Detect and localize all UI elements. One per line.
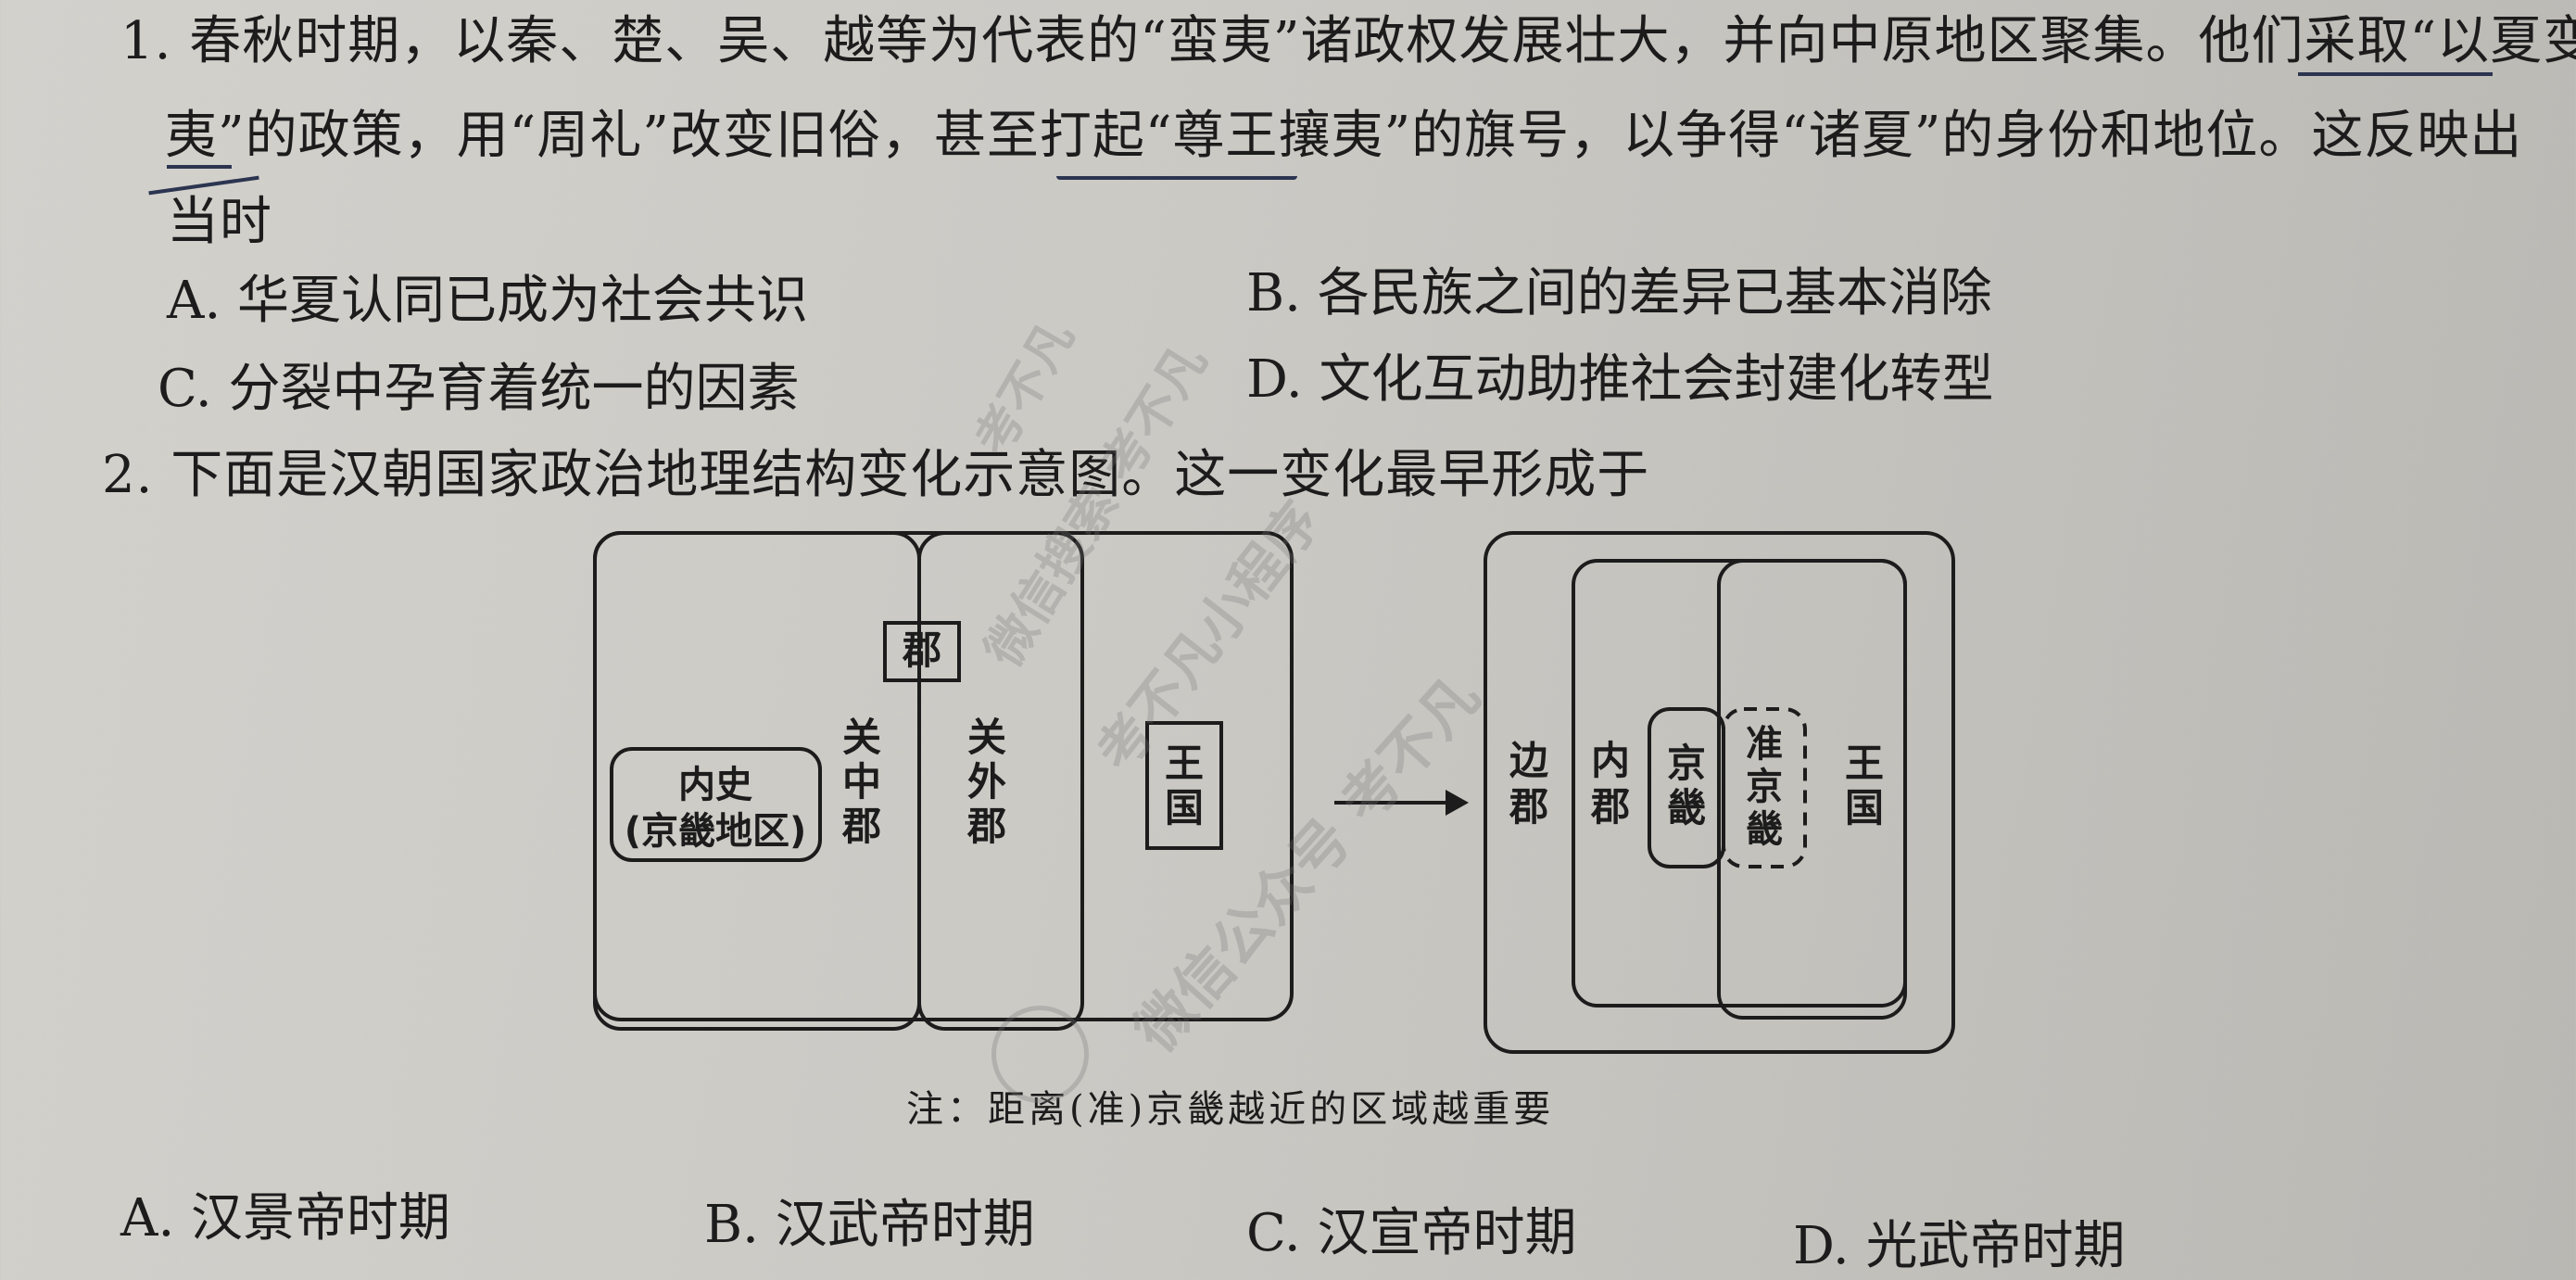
label-bianjun-char-1: 边 xyxy=(1509,738,1549,783)
right-outer-frame xyxy=(1484,531,1955,1054)
q2-option-c[interactable]: C. 汉宣帝时期 xyxy=(1246,1203,1577,1263)
label-neijun-char-2: 郡 xyxy=(1590,784,1630,830)
pen-underline-yi xyxy=(167,165,232,169)
label-left-wangguo-vertical: 王 国 xyxy=(1165,741,1204,830)
label-right-wangguo-char-2: 国 xyxy=(1845,785,1884,830)
watermark-wechat-icon xyxy=(991,1006,1089,1103)
label-jingji-char-1: 京 xyxy=(1667,741,1706,786)
right-wangguo-region xyxy=(1717,559,1907,1020)
left-jun-box xyxy=(883,621,961,682)
label-zhunjingji-char-3: 畿 xyxy=(1746,808,1783,851)
q1-option-c[interactable]: C. 分裂中孕育着统一的因素 xyxy=(158,359,800,419)
label-jun: 郡 xyxy=(902,627,941,673)
label-neishi: 内史 xyxy=(678,764,752,806)
label-neijun-char-1: 内 xyxy=(1591,738,1630,783)
label-neijun-vertical: 内 郡 xyxy=(1590,738,1630,830)
label-jingji-vertical: 京 畿 xyxy=(1667,741,1706,830)
label-guanzhong-char-1: 关 xyxy=(842,715,881,760)
q1-stem-line-3: 当时 xyxy=(167,192,272,252)
label-jingji-area: (京畿地区) xyxy=(625,810,807,853)
q1-option-d[interactable]: D. 文化互动助推社会封建化转型 xyxy=(1246,349,1994,410)
label-left-wangguo-char-1: 王 xyxy=(1165,741,1204,786)
q2-option-b[interactable]: B. 汉武帝时期 xyxy=(704,1195,1035,1255)
left-wangguo-box xyxy=(1145,721,1223,850)
label-zhunjingji-char-2: 京 xyxy=(1746,766,1783,808)
label-guanwai-char-1: 关 xyxy=(967,715,1006,760)
label-bianjun-char-2: 郡 xyxy=(1509,784,1548,830)
q2-option-d[interactable]: D. 光武帝时期 xyxy=(1793,1216,2126,1276)
q1-stem-line-1: 1. 春秋时期，以秦、楚、吴、越等为代表的“蛮夷”诸政权发展壮大，并向中原地区聚… xyxy=(120,11,2576,71)
label-guanzhong-char-3: 郡 xyxy=(841,804,881,849)
q1-stem-line-2: 夷”的政策，用“周礼”改变旧俗，甚至打起“尊王攘夷”的旗号，以争得“诸夏”的身份… xyxy=(165,106,2523,166)
label-left-wangguo-char-2: 国 xyxy=(1165,785,1204,830)
label-guanzhong-vertical: 关 中 郡 xyxy=(841,715,881,849)
label-zhunjingji-char-1: 准 xyxy=(1746,723,1783,766)
label-guanwai-vertical: 关 外 郡 xyxy=(966,715,1006,849)
pen-underline-zunwangrangyi xyxy=(1056,176,1297,180)
right-jingji-box xyxy=(1648,707,1725,868)
q1-option-a[interactable]: A. 华夏认同已成为社会共识 xyxy=(167,271,809,331)
q1-option-b[interactable]: B. 各民族之间的差异已基本消除 xyxy=(1246,263,1992,323)
label-right-wangguo-char-1: 王 xyxy=(1845,741,1884,786)
label-guanzhong-char-2: 中 xyxy=(842,759,881,805)
change-arrow-head xyxy=(1446,790,1469,816)
label-bianjun-vertical: 边 郡 xyxy=(1509,738,1549,830)
q2-stem: 2. 下面是汉朝国家政治地理结构变化示意图。这一变化最早形成于 xyxy=(102,445,1650,505)
label-jingji-char-2: 畿 xyxy=(1667,785,1706,830)
pen-underline-yixiabianyi xyxy=(2298,72,2493,76)
q2-option-a[interactable]: A. 汉景帝时期 xyxy=(120,1188,451,1248)
diagram-note: 注：距离(准)京畿越近的区域越重要 xyxy=(906,1088,1555,1131)
left-neishi-box xyxy=(610,747,822,862)
label-guanwai-char-2: 外 xyxy=(967,759,1006,805)
label-guanwai-char-3: 郡 xyxy=(966,804,1006,849)
label-zhunjingji-vertical: 准 京 畿 xyxy=(1746,723,1783,851)
label-right-wangguo-vertical: 王 国 xyxy=(1845,741,1884,830)
